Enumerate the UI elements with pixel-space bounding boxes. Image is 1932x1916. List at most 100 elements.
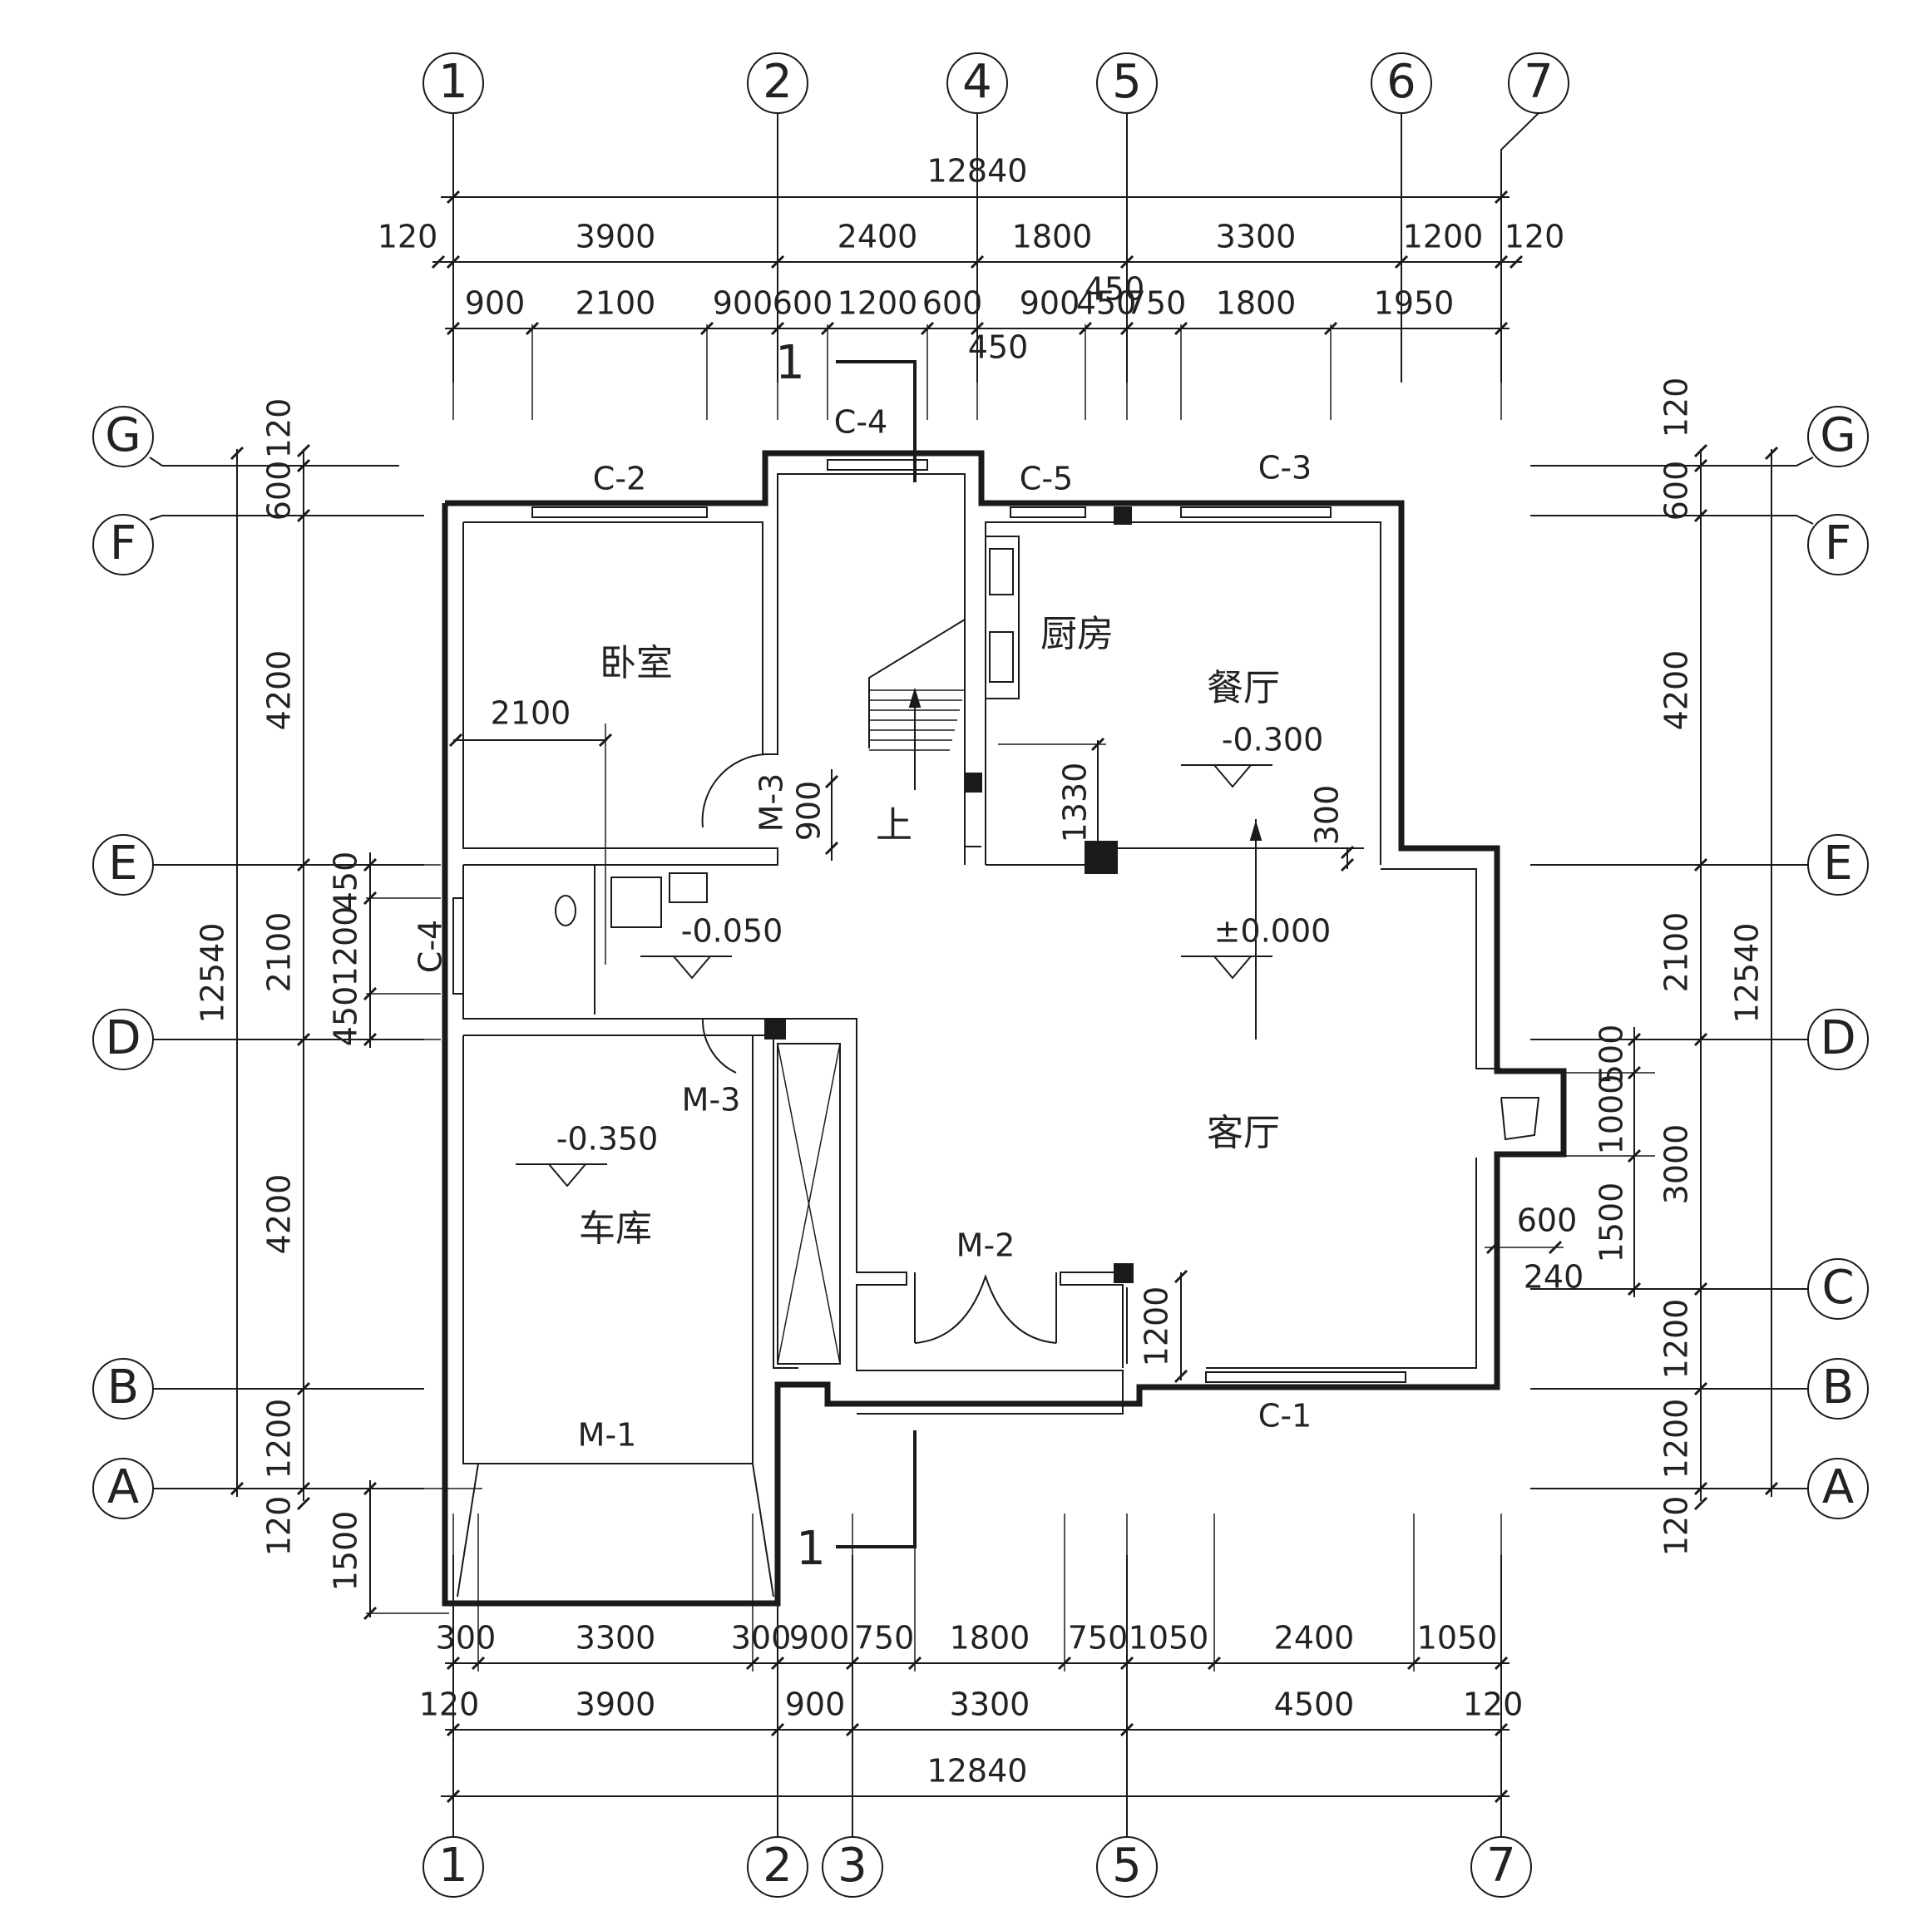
dim-left-window: 450: [328, 852, 364, 912]
dimension-tick: [296, 1481, 311, 1496]
elevation-dining: -0.300: [1222, 722, 1324, 758]
drawing-lines: [92, 52, 1869, 1898]
dimension-tick: [970, 254, 985, 269]
axis-bubble-top-4-label: 4: [962, 55, 992, 109]
axis-bubble-right-D-label: D: [1820, 1011, 1855, 1065]
elevation-garage: -0.350: [556, 1121, 659, 1158]
dim-bottom-row1: 3300: [576, 1620, 656, 1657]
inner-wall: [1060, 1272, 1124, 1368]
section-cut-top: [836, 360, 917, 482]
dimension-tick: [431, 254, 446, 269]
dim-left-total: 12540: [195, 923, 231, 1024]
basin-icon: [669, 872, 708, 903]
dimension-tick: [1340, 845, 1355, 860]
dim-bottom-row2: 3300: [950, 1686, 1030, 1723]
dim-top-row3: 900: [465, 285, 526, 322]
dim-top-row2: 3900: [576, 219, 656, 255]
dim-left-porch: 1500: [328, 1511, 364, 1592]
axis-bubble-left-B-label: B: [107, 1360, 139, 1415]
section-cut-bottom: [836, 1430, 917, 1548]
stove-icon: [989, 548, 1014, 595]
dim-bottom-row1: 900: [789, 1620, 850, 1657]
axis-bubble-right-G-label: G: [1820, 408, 1855, 462]
fireplace-icon: [1500, 1097, 1540, 1141]
inner-wall: [463, 473, 966, 865]
axis-line: [1530, 457, 1814, 467]
dimension-tick: [1494, 190, 1509, 205]
label-c5: C-5: [1020, 461, 1073, 497]
axis-bubble-right-C-label: C: [1821, 1261, 1854, 1315]
axis-bubble-left-G: [92, 406, 154, 467]
dim-right-row2: 600: [1658, 461, 1695, 521]
dim-left-row2: 1200: [261, 1399, 298, 1479]
washer-icon: [610, 877, 662, 928]
axis-bubble-top-6-label: 6: [1386, 55, 1416, 109]
dimension-tick: [1119, 254, 1134, 269]
inner-wall: [462, 1035, 754, 1464]
dim-top-row2: 2400: [838, 219, 918, 255]
dim-right-row2: 1200: [1658, 1299, 1695, 1380]
dimension-tick: [448, 733, 463, 748]
elevation-triangle: [1213, 764, 1252, 788]
dim-bottom-total: 12840: [927, 1753, 1028, 1790]
inner-wall: [1206, 1158, 1477, 1369]
dim-right-row2: 4200: [1658, 650, 1695, 731]
dimension-tick: [1693, 458, 1708, 473]
dim-top-row2: 1800: [1012, 219, 1093, 255]
dim-right-row3: 500: [1594, 1025, 1630, 1085]
inner-wall: [462, 865, 1124, 1415]
window-c4-top: [827, 459, 928, 471]
room-label-garage: 车库: [579, 1207, 652, 1250]
axis-bubble-top-7-label: 7: [1524, 55, 1554, 109]
dimension-tick: [296, 1032, 311, 1047]
dim-top-row3: 750: [1126, 285, 1187, 322]
door-m3-upper: [701, 753, 766, 828]
dim-right-row2: 2100: [1658, 912, 1695, 993]
label-c3: C-3: [1258, 450, 1312, 486]
dim-bottom-row2: 3900: [576, 1686, 656, 1723]
axis-bubble-bottom-5-label: 5: [1112, 1839, 1142, 1893]
axis-bubble-right-B-label: B: [1822, 1360, 1854, 1415]
dim-top-row2: 120: [378, 219, 438, 255]
elevation-triangle: [1213, 956, 1252, 980]
axis-bubble-left-D-label: D: [105, 1011, 141, 1065]
window-c1: [1205, 1371, 1406, 1383]
porch-line: [457, 1463, 479, 1597]
window-c2: [531, 506, 708, 518]
dim-bottom-row1: 2400: [1274, 1620, 1355, 1657]
dim-living-1200: 1200: [1139, 1286, 1175, 1367]
inner-wall: [463, 1035, 798, 1369]
window-c3: [1180, 506, 1332, 518]
dimension-tick: [1119, 1722, 1134, 1737]
dim-top-row3: 2100: [576, 285, 656, 322]
dim-right-row3: 1000: [1594, 1074, 1630, 1155]
axis-bubble-right-F: [1807, 514, 1869, 575]
dimension-tick: [296, 508, 311, 523]
dim-right-row2: 3000: [1658, 1124, 1695, 1205]
dim-bottom-row1: 300: [731, 1620, 792, 1657]
dimension-tick: [824, 774, 839, 789]
elevation-triangle: [673, 956, 711, 980]
axis-bubble-top-5-label: 5: [1112, 55, 1142, 109]
section-mark-bottom: 1: [796, 1522, 826, 1576]
elevation-triangle: [548, 1163, 586, 1188]
room-label-bedroom: 卧室: [600, 642, 673, 684]
dimension-tick: [296, 458, 311, 473]
dim-fireplace-depth: 240: [1524, 1259, 1584, 1296]
dimension-tick: [1494, 1722, 1509, 1737]
dim-bottom-row2: 120: [419, 1686, 480, 1723]
axis-bubble-top-2-label: 2: [763, 55, 793, 109]
stair-outline: [868, 619, 966, 748]
dim-top-row3: 1200: [838, 285, 918, 322]
dim-top-row3: 1800: [1216, 285, 1297, 322]
dimension-tick: [1693, 443, 1708, 458]
dim-top-row2: 1200: [1403, 219, 1484, 255]
dimension-tick: [1693, 1281, 1708, 1296]
dim-top-row2: 120: [1505, 219, 1565, 255]
level-arrow: [1249, 820, 1262, 841]
structural-column: [764, 1018, 786, 1039]
dimension-tick: [770, 254, 785, 269]
dim-bottom-row1: 750: [854, 1620, 915, 1657]
axis-bubble-bottom-3-label: 3: [838, 1839, 867, 1893]
